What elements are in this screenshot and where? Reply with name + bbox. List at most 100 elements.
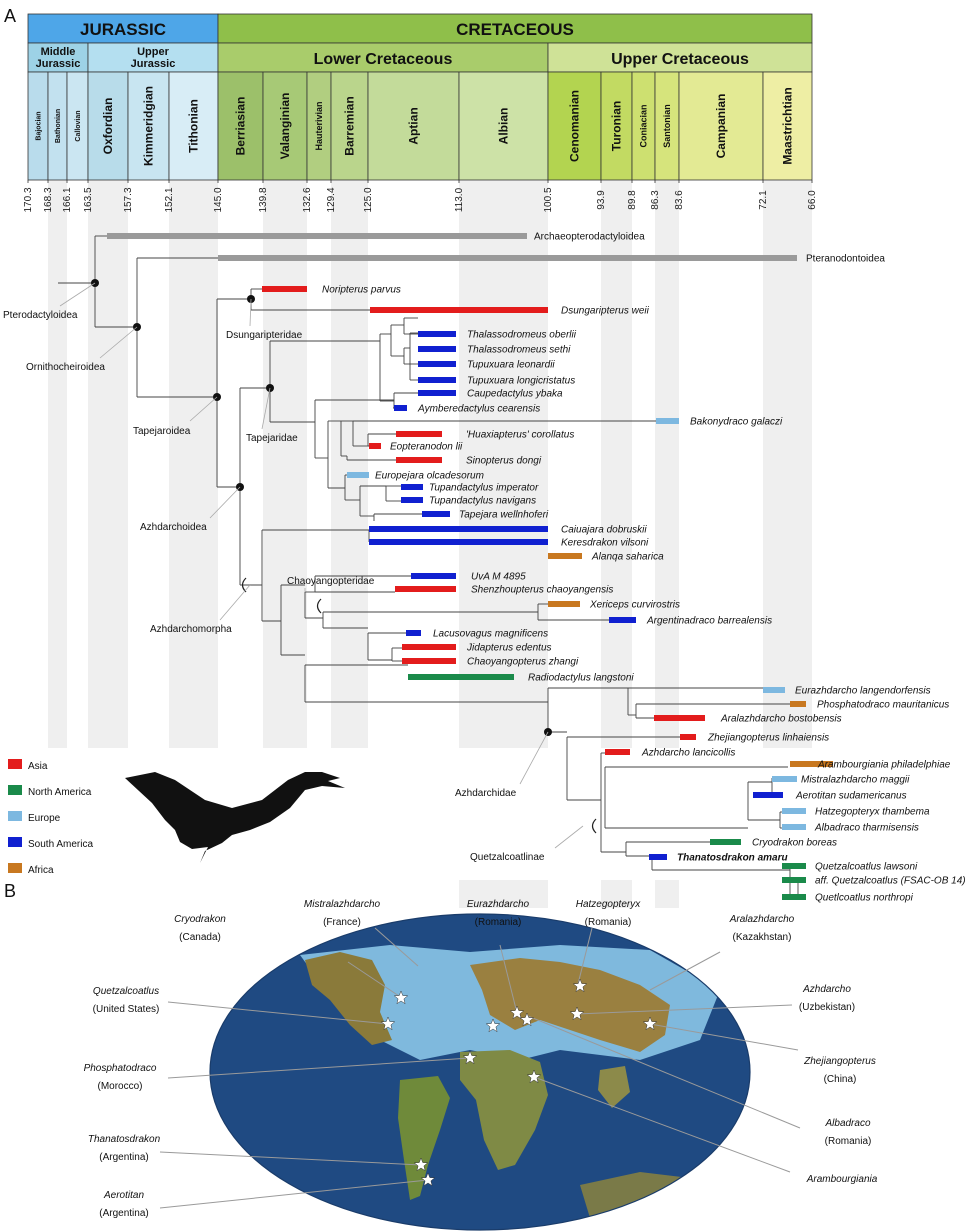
taxon-labels: ArchaeopterodactyloideaPteranodontoideaN… xyxy=(322,232,966,904)
legend-swatch xyxy=(8,785,22,795)
taxon-label: Xericeps curvirostris xyxy=(589,600,680,611)
locality-star xyxy=(642,1016,658,1031)
legend-label: Asia xyxy=(28,761,48,772)
age-label: 132.6 xyxy=(302,187,313,212)
range-bar xyxy=(369,526,548,532)
map-leader xyxy=(167,1057,471,1079)
taxon-label: Radiodactylus langstoni xyxy=(528,673,634,684)
legend-swatch xyxy=(8,837,22,847)
stratigraphic-ranges xyxy=(107,233,833,900)
map-genus-label: Zhejiangopterus xyxy=(803,1056,876,1067)
legend-swatch xyxy=(8,759,22,769)
stage-label: Bathonian xyxy=(55,109,62,143)
taxon-label: Caupedactylus ybaka xyxy=(467,389,563,400)
legend-swatch xyxy=(8,863,22,873)
map-genus-label: Azhdarcho xyxy=(802,984,851,995)
range-bar xyxy=(396,431,442,437)
guide-band xyxy=(655,880,679,908)
taxon-label: Mistralazhdarcho maggii xyxy=(801,775,910,786)
stage-label: Hauterivian xyxy=(314,101,324,150)
guide-band xyxy=(331,180,368,748)
map-leader xyxy=(649,951,721,991)
stage-cell xyxy=(654,71,680,181)
map-leader xyxy=(577,927,593,985)
age-label: 168.3 xyxy=(43,187,54,212)
range-bar xyxy=(402,644,456,650)
map-country-label: (Argentina) xyxy=(99,1152,148,1163)
range-bar xyxy=(422,511,450,517)
age-label: 157.3 xyxy=(123,187,134,212)
clade-label: Chaoyangopteridae xyxy=(287,576,375,587)
map-country-label: (Argentina) xyxy=(99,1208,148,1219)
locality-star xyxy=(572,978,588,993)
taxon-label: Eopteranodon lii xyxy=(390,442,463,453)
stage-label: Valanginian xyxy=(278,93,292,160)
guide-band xyxy=(763,180,812,748)
map-leader xyxy=(347,961,403,999)
taxon-label: Shenzhoupterus chaoyangensis xyxy=(471,585,613,596)
range-bar xyxy=(772,776,797,782)
range-bar xyxy=(370,307,548,313)
range-bar xyxy=(418,331,456,337)
map-labels: Cryodrakon(Canada)Mistralazhdarcho(Franc… xyxy=(84,899,878,1219)
map-country-label: (Romania) xyxy=(475,917,522,928)
epoch-label: Lower Cretaceous xyxy=(314,51,453,68)
age-label: 86.3 xyxy=(650,190,661,210)
range-bar xyxy=(347,472,369,478)
range-bar xyxy=(406,630,421,636)
range-bar xyxy=(649,854,667,860)
guide-band xyxy=(169,180,218,748)
range-bar xyxy=(262,286,307,292)
clade-leader xyxy=(189,396,218,422)
epoch-cell xyxy=(547,42,813,73)
range-bar xyxy=(609,617,636,623)
stage-label: Santonian xyxy=(662,104,672,148)
range-bar xyxy=(782,894,806,900)
stage-label: Tithonian xyxy=(187,99,201,153)
legend-label: Europe xyxy=(28,813,61,824)
age-label: 83.6 xyxy=(674,190,685,210)
locality-star xyxy=(526,1069,542,1084)
range-bar xyxy=(369,443,381,449)
age-label: 113.0 xyxy=(454,187,465,212)
stem-bracket xyxy=(316,598,322,614)
epoch-cell xyxy=(87,42,219,73)
map-genus-label: Albadraco xyxy=(824,1118,870,1129)
taxon-label: Azhdarcho lancicollis xyxy=(641,748,735,759)
guide-band xyxy=(601,180,632,748)
locality-star xyxy=(393,990,409,1005)
stage-cell xyxy=(458,71,549,181)
clade-leader xyxy=(554,825,584,849)
clade-leader xyxy=(249,298,252,327)
locality-star xyxy=(509,1005,525,1020)
range-bar xyxy=(401,497,423,503)
taxon-label: Jidapterus edentus xyxy=(466,643,552,654)
map-leader xyxy=(576,1004,793,1015)
range-bar xyxy=(411,573,456,579)
stage-cell xyxy=(262,71,308,181)
landmass-eurasia xyxy=(470,958,670,1052)
epoch-label: Middle xyxy=(41,46,76,58)
epoch-label: Jurassic xyxy=(36,58,81,70)
legend-label: North America xyxy=(28,787,92,798)
taxon-label: Europejara olcadesorum xyxy=(375,471,484,482)
taxon-label: UvA M 4895 xyxy=(471,572,526,583)
clade-leader xyxy=(59,282,96,307)
range-bar xyxy=(369,539,548,545)
guide-band xyxy=(655,180,679,748)
taxon-label: Arambourgiania philadelphiae xyxy=(817,760,951,771)
map-genus-label: Hatzegopteryx xyxy=(576,899,641,910)
range-bar xyxy=(107,233,527,239)
age-label: 89.8 xyxy=(627,190,638,210)
clade-label: Azhdarchomorpha xyxy=(150,624,232,635)
taxon-label: Archaeopterodactyloidea xyxy=(534,232,645,243)
stage-cell xyxy=(762,71,813,181)
guide-band xyxy=(459,880,548,908)
map-leader xyxy=(167,1001,389,1025)
paleogeographic-map xyxy=(209,913,751,1231)
map-genus-label: Aralazhdarcho xyxy=(729,914,795,925)
range-bar xyxy=(654,715,705,721)
clade-label: Azhdarchidae xyxy=(455,788,517,799)
range-bar xyxy=(418,390,456,396)
taxon-label: Hatzegopteryx thambema xyxy=(815,807,930,818)
